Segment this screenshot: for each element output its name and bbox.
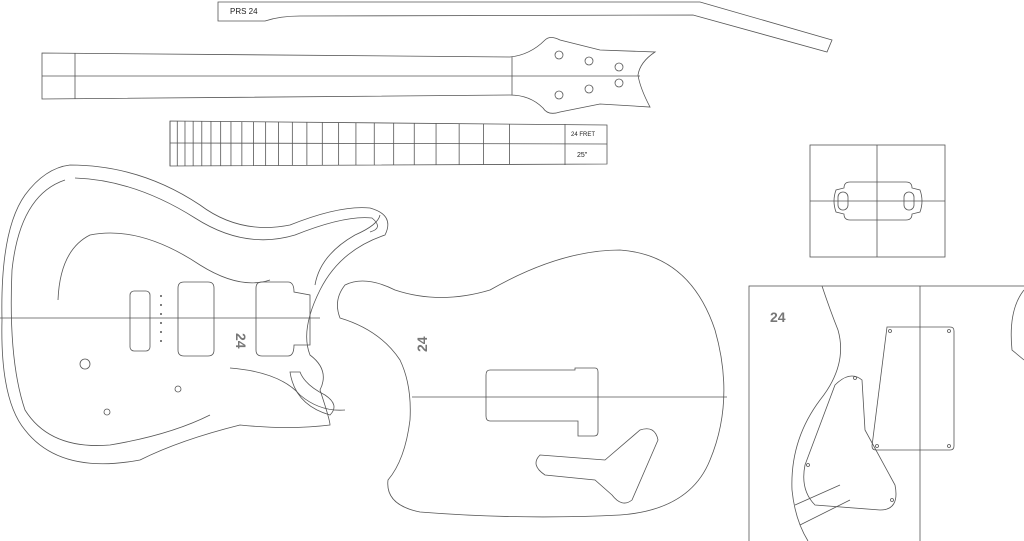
- body-top-view: 24: [0, 164, 389, 465]
- neck-side-label: PRS 24: [230, 7, 258, 16]
- tuner-holes: [554, 50, 624, 100]
- body-back-view: 24: [337, 249, 727, 518]
- pickup-template: [809, 144, 946, 258]
- scale-length-label: 25": [577, 152, 588, 159]
- neck-top-view: [41, 37, 657, 114]
- fretboard: 24 FRET 25": [169, 120, 608, 167]
- string-holes: [160, 295, 162, 342]
- body-back-label: 24: [414, 336, 430, 352]
- cavity-sheet-label: 24: [770, 309, 786, 325]
- body-top-label: 24: [233, 333, 249, 349]
- neck-side-profile: PRS 24: [217, 1, 833, 53]
- cavity-cover-template: 24: [748, 285, 1024, 541]
- fret-count-label: 24 FRET: [571, 132, 595, 138]
